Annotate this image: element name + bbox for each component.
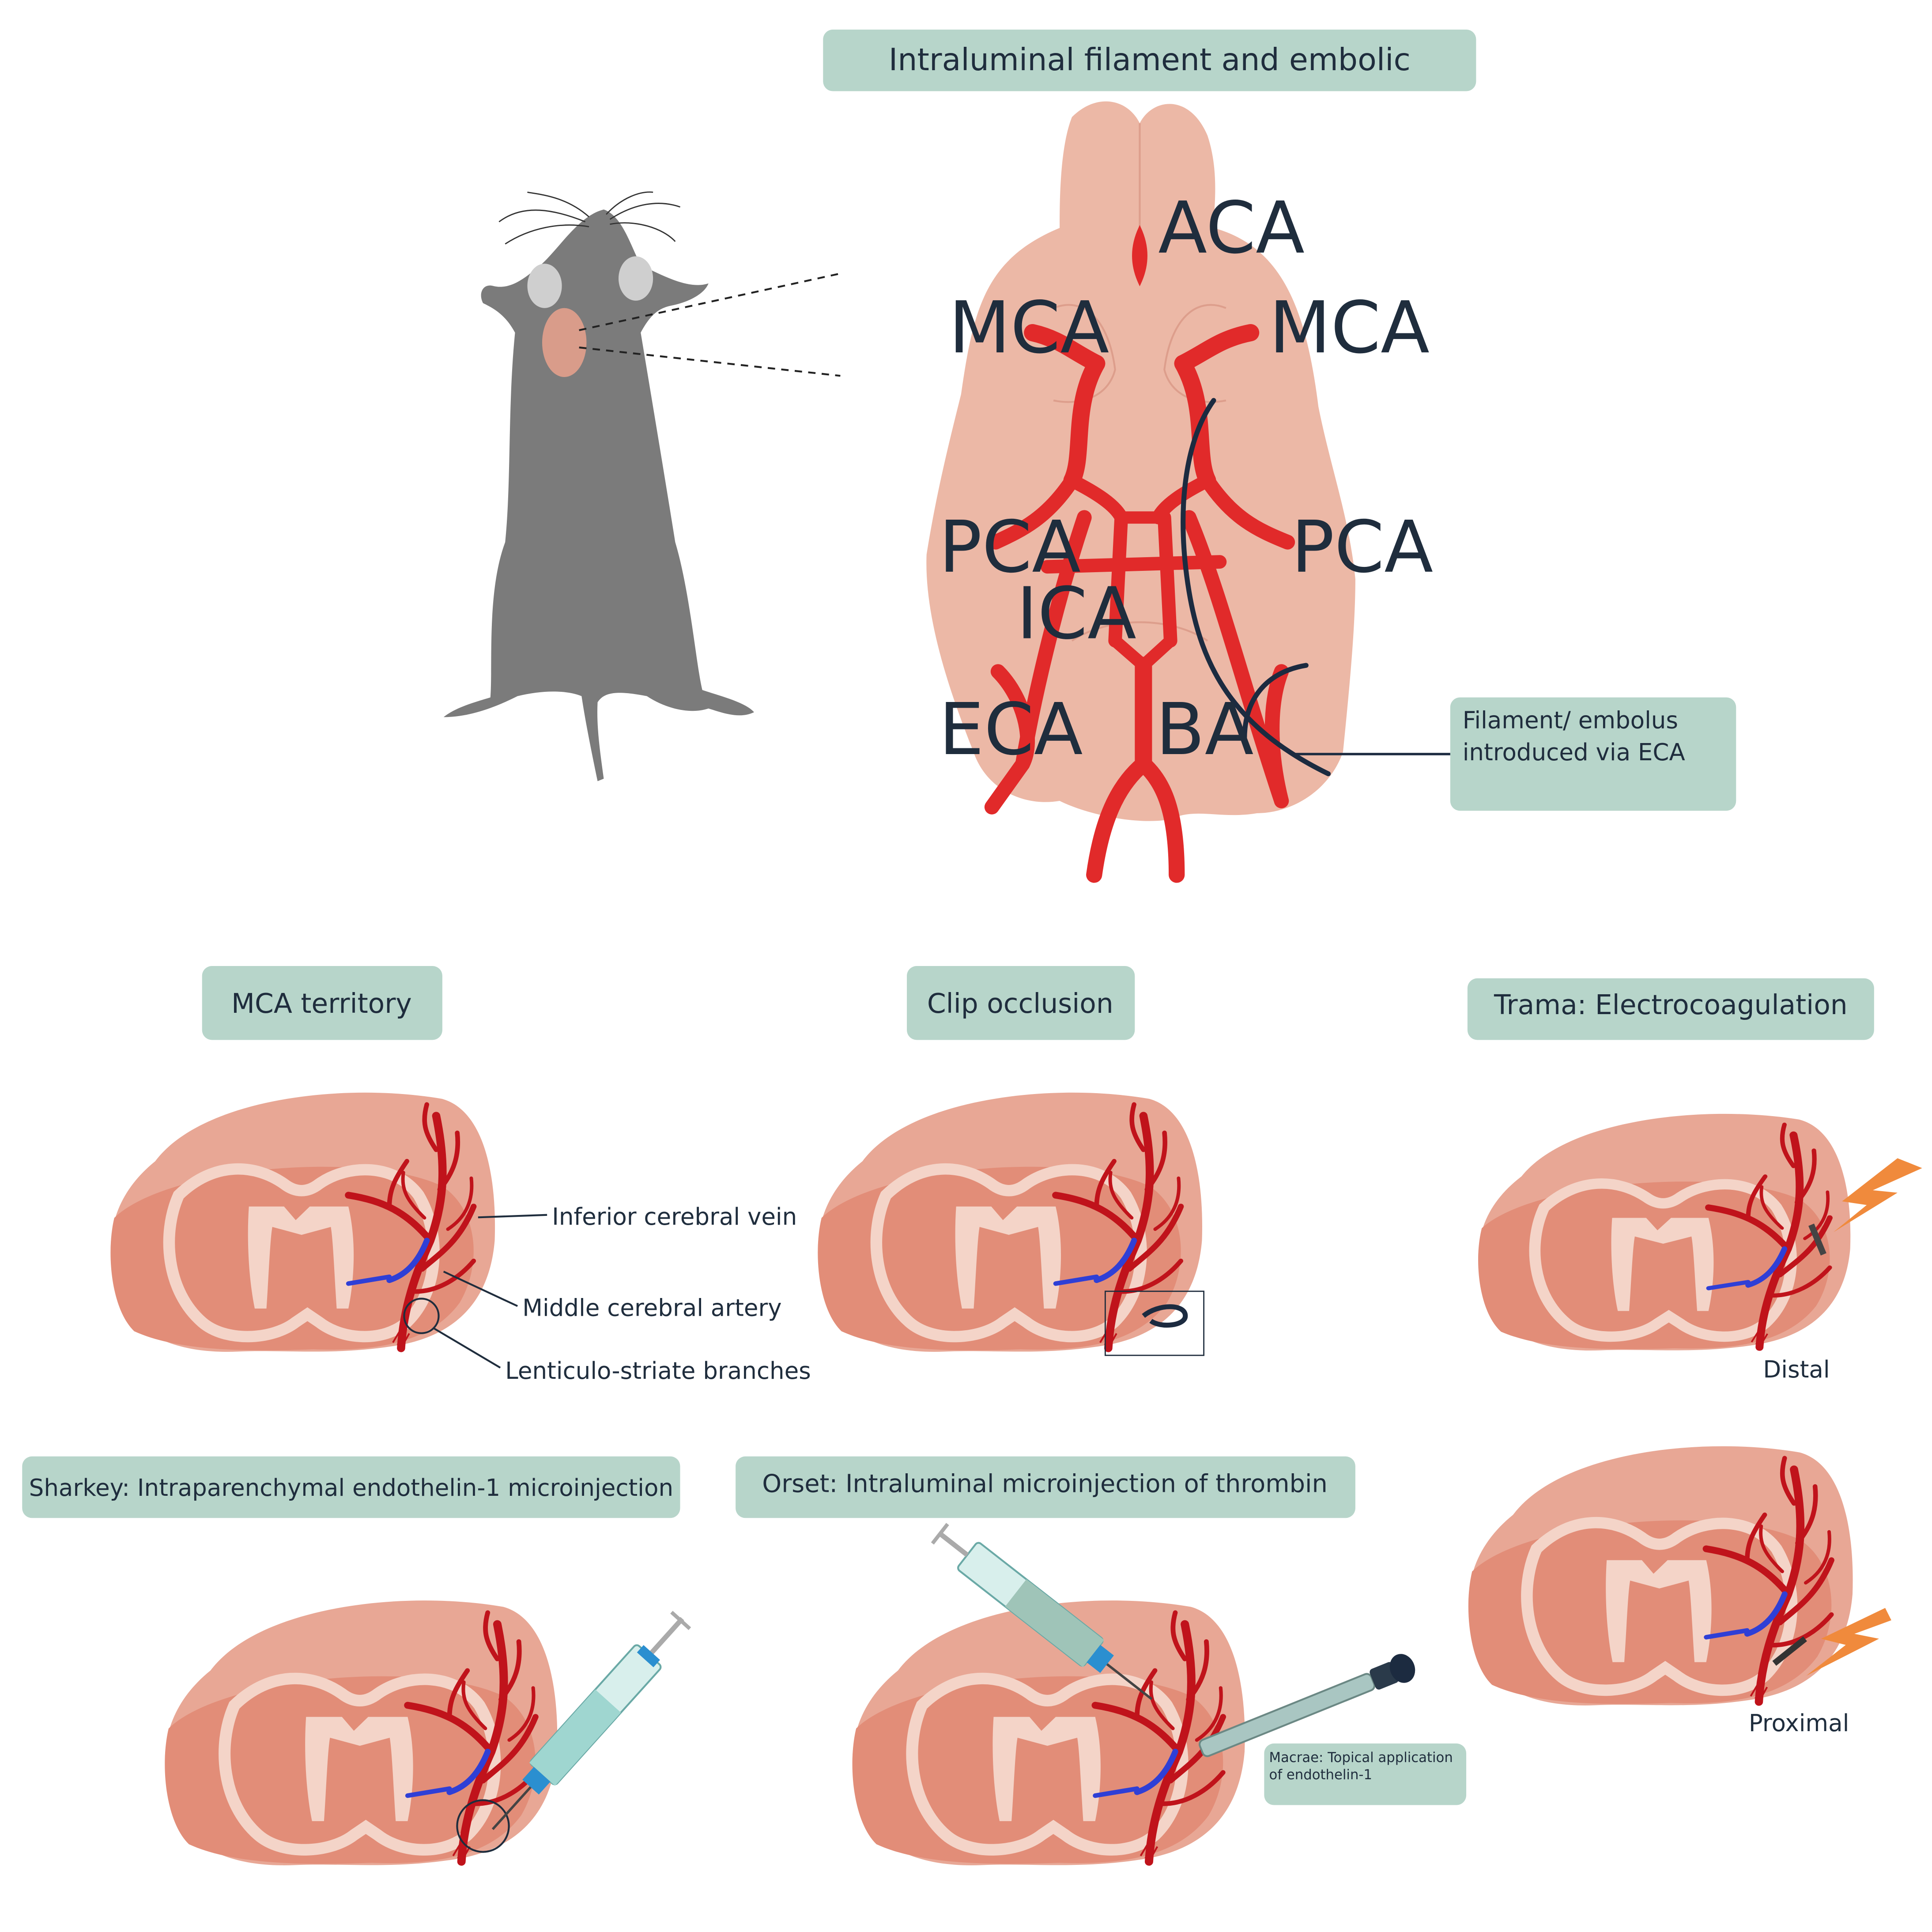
header-sharkey: Sharkey: Intraparenchymal endothelin-1 m… xyxy=(22,1456,680,1518)
header-clip-text: Clip occlusion xyxy=(927,988,1113,1019)
macrae-note-text: Macrae: Topical application of endotheli… xyxy=(1269,1749,1453,1783)
lightning-bolt-icon xyxy=(1833,1158,1922,1232)
filament-loop xyxy=(1242,663,1309,742)
header-sharkey-text: Sharkey: Intraparenchymal endothelin-1 m… xyxy=(29,1474,673,1502)
label-pca-left: PCA xyxy=(939,506,1081,589)
section-trama-distal xyxy=(1478,1114,1850,1351)
lightning-bolt-icon xyxy=(1806,1608,1891,1676)
section-mca-territory xyxy=(110,1093,495,1352)
header-orset-text: Orset: Intraluminal microinjection of th… xyxy=(762,1470,1328,1498)
syringe-icon xyxy=(931,1523,1153,1700)
header-orset: Orset: Intraluminal microinjection of th… xyxy=(736,1456,1355,1518)
section-trama-proximal xyxy=(1468,1446,1853,1706)
label-aca: ACA xyxy=(1158,187,1305,270)
vessel-labels: ACA MCA MCA PCA PCA ICA ECA BA xyxy=(939,187,1434,771)
label-pca-right: PCA xyxy=(1291,506,1433,589)
header-mca-territory-text: MCA territory xyxy=(231,988,412,1019)
filament-line xyxy=(1181,398,1331,777)
mouse-icon xyxy=(443,191,754,781)
section-sharkey xyxy=(165,1600,557,1865)
label-distal: Distal xyxy=(1763,1356,1830,1383)
mca-callouts xyxy=(433,1214,547,1369)
filament-note-text: Filament/ embolus introduced via ECA xyxy=(1462,707,1685,766)
header-trama-text: Trama: Electrocoagulation xyxy=(1494,989,1848,1021)
label-mca-right: MCA xyxy=(1269,287,1430,370)
label-inferior-vein: Inferior cerebral vein xyxy=(552,1203,797,1230)
pipette-icon xyxy=(1199,1654,1415,1757)
zoom-lines xyxy=(579,272,841,377)
label-mca-left: MCA xyxy=(949,287,1109,370)
label-ica: ICA xyxy=(1016,573,1136,656)
circle-of-willis xyxy=(984,225,1295,883)
label-lenticulo: Lenticulo-striate branches xyxy=(505,1357,811,1385)
label-proximal: Proximal xyxy=(1749,1709,1849,1737)
header-mca-territory: MCA territory xyxy=(202,966,442,1040)
label-eca: ECA xyxy=(939,688,1083,771)
brain-ventral-view xyxy=(926,101,1355,821)
header-intraluminal: Intraluminal filament and embolic xyxy=(823,29,1476,91)
header-intraluminal-text: Intraluminal filament and embolic xyxy=(889,42,1411,78)
syringe-icon xyxy=(491,1611,691,1830)
label-ba: BA xyxy=(1156,688,1254,771)
label-middle-artery: Middle cerebral artery xyxy=(522,1294,781,1322)
header-clip: Clip occlusion xyxy=(907,966,1135,1040)
macrae-note: Macrae: Topical application of endotheli… xyxy=(1264,1743,1467,1805)
vessel-clip-icon xyxy=(1104,1291,1205,1356)
header-trama: Trama: Electrocoagulation xyxy=(1467,978,1874,1040)
filament-note: Filament/ embolus introduced via ECA xyxy=(1294,697,1736,811)
